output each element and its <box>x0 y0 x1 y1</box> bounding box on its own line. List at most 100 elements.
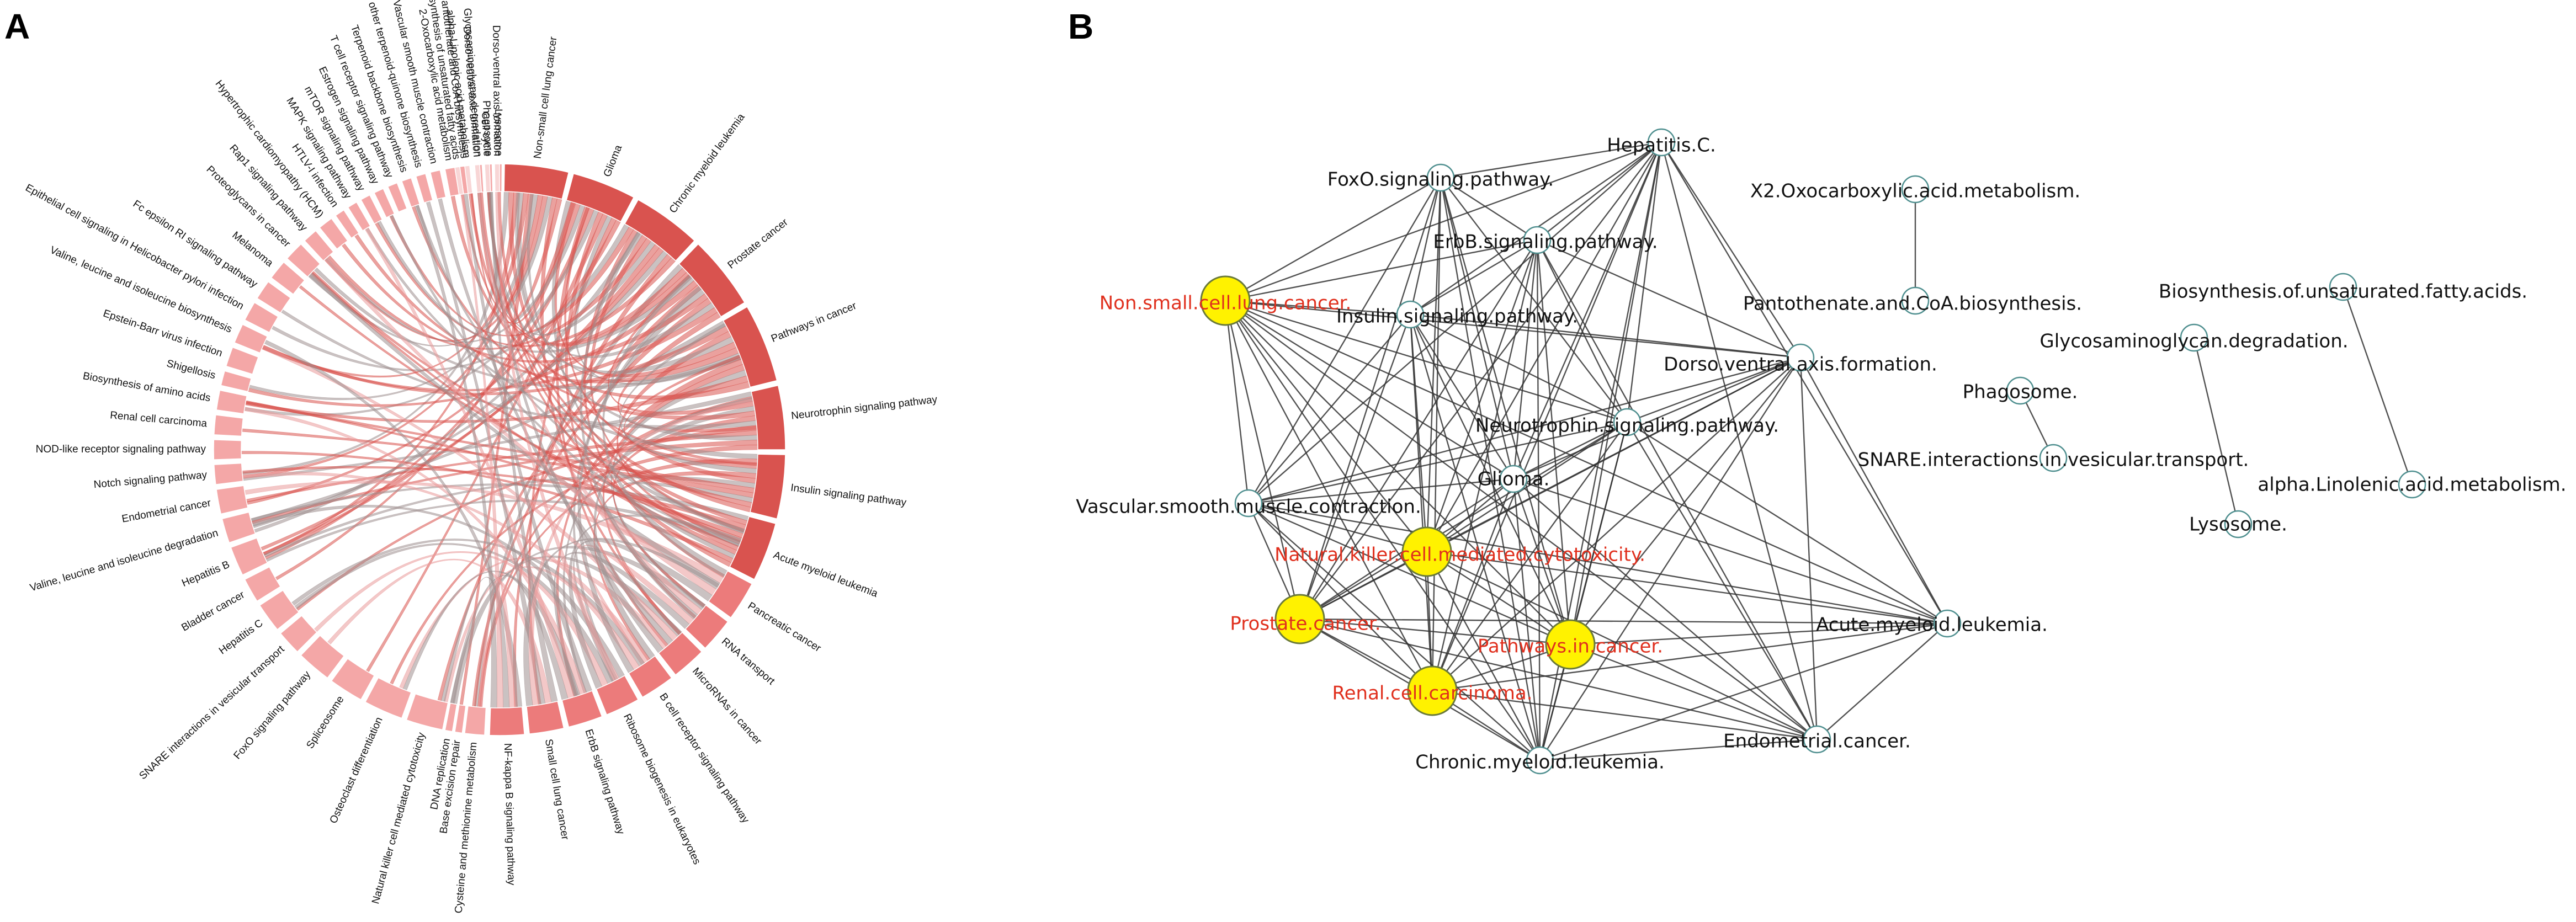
network-node <box>1901 175 1930 204</box>
chord-segment <box>225 347 259 375</box>
network-edge <box>1248 142 1662 504</box>
chord-label: ErbB signaling pathway <box>582 728 626 836</box>
chord-segment <box>221 511 256 543</box>
network-edge <box>1426 356 1801 553</box>
network-edge <box>1299 618 1818 740</box>
chord-segment <box>213 439 242 460</box>
network-edge <box>1225 141 1662 302</box>
network-node-label: Pantothenate.and.CoA.biosynthesis. <box>1743 293 2082 315</box>
network-edge <box>1410 313 1801 359</box>
network-edge <box>1409 177 1442 315</box>
chord-segment <box>444 702 458 732</box>
chord-label: Notch signaling pathway <box>93 469 208 491</box>
chord-label: Prostate cancer <box>726 216 791 271</box>
network-graph: Hepatitis.C.FoxO.signaling.pathway.ErbB.… <box>1076 128 2567 775</box>
chord-segment <box>318 217 348 250</box>
network-edge <box>1440 177 1515 479</box>
network-edge <box>1248 421 1628 504</box>
network-edge <box>1570 357 1801 645</box>
chord-segment <box>415 173 433 204</box>
network-edge <box>1569 142 1663 645</box>
network-node-label: X2.Oxocarboxylic.acid.metabolism. <box>1750 180 2080 202</box>
network-edge <box>1627 356 1801 423</box>
network-edge <box>1225 177 1441 302</box>
chord-segment <box>561 690 603 728</box>
network-node-label: Dorso.ventral.axis.formation. <box>1664 354 1937 376</box>
chord-segment <box>454 704 466 734</box>
network-node-label: Endometrial.cancer. <box>1723 731 1911 753</box>
network-edge <box>1299 314 1411 620</box>
network-node <box>1786 343 1815 372</box>
network-node <box>1523 226 1552 254</box>
network-node <box>1200 275 1251 326</box>
chord-ribbons <box>241 191 758 708</box>
network-node-label: Acute.myeloid.leukemia. <box>1816 614 2048 636</box>
network-edge <box>1247 177 1442 504</box>
network-edge <box>1440 141 1662 179</box>
chord-label: Pathways in cancer <box>769 300 858 345</box>
network-edge <box>1225 300 1818 740</box>
chord-segment <box>454 166 464 195</box>
network-edge <box>1660 142 1818 740</box>
network-edge <box>1248 356 1801 504</box>
network-edge <box>1627 421 1948 625</box>
network-edge <box>2193 337 2239 525</box>
network-node <box>1613 408 1642 436</box>
chord-segment <box>484 163 491 193</box>
chord-label: NF-kappa B signaling pathway <box>502 743 517 886</box>
network-node <box>1933 609 1962 638</box>
network-edge <box>1299 177 1442 620</box>
network-edge <box>1225 239 1538 302</box>
chord-segment <box>360 194 383 225</box>
chord-segment <box>256 281 291 314</box>
chord-segment <box>280 615 318 653</box>
network-edge <box>1440 177 1571 645</box>
network-node-label: Lysosome. <box>2189 514 2287 536</box>
network-node <box>2039 444 2068 472</box>
network-edge <box>1248 502 1427 553</box>
chord-segment <box>216 390 248 414</box>
network-node <box>1401 526 1452 577</box>
chord-label: Chronic myeloid leukemia <box>667 111 747 216</box>
chord-segment <box>596 675 639 716</box>
network-node-label: Chronic.myeloid.leukemia. <box>1415 752 1665 774</box>
network-edge <box>1440 177 1538 241</box>
chord-segment <box>526 701 565 734</box>
chord-segment <box>300 635 345 679</box>
network-edge <box>1799 357 1818 740</box>
chord-segment <box>751 385 786 450</box>
network-node <box>2224 510 2253 539</box>
network-edge <box>1299 618 1948 625</box>
chord-segment <box>474 164 482 193</box>
chord-label: Dorso-ventral axis formation <box>490 25 503 156</box>
network-node-label: SNARE.interactions.in.vesicular.transpor… <box>1858 449 2249 471</box>
network-edge <box>1410 313 1628 423</box>
chord-segment <box>220 370 252 392</box>
network-edge <box>1431 239 1538 691</box>
network-edge <box>1410 239 1538 316</box>
network-edge <box>1660 142 1802 358</box>
network-edge <box>1299 618 1571 646</box>
network-edge <box>1512 239 1538 479</box>
chord-label: Lysosome <box>492 109 504 156</box>
network-edge <box>1248 502 1948 625</box>
network-node-label: Hepatitis.C. <box>1607 135 1716 157</box>
chord-segment <box>259 589 300 631</box>
chord-segment <box>213 414 244 437</box>
network-edge <box>1432 690 1818 740</box>
network-edge <box>1431 177 1442 691</box>
network-node-label: Prostate.cancer. <box>1230 613 1380 635</box>
network-edge <box>1440 177 1541 761</box>
network-edge <box>1432 357 1801 691</box>
network-edge <box>1432 422 1628 691</box>
network-edge <box>1440 177 1628 423</box>
network-edge <box>1225 300 1628 423</box>
chord-segment <box>334 209 360 239</box>
chord-segment <box>406 693 449 731</box>
chord-label: Endometrial cancer <box>121 497 212 525</box>
network-edge <box>1536 239 1818 740</box>
chord-segment <box>331 658 375 701</box>
chord-label: Hepatitis C <box>217 617 265 657</box>
